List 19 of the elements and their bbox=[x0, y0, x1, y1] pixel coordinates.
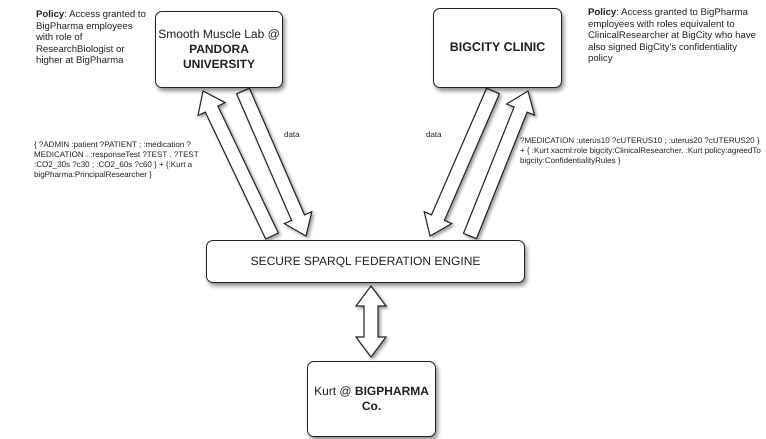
node-label: BIGCITY CLINIC bbox=[450, 40, 546, 56]
node-label: Smooth Muscle Lab @ PANDORA UNIVERSITY bbox=[157, 27, 281, 72]
node-label: Kurt @ BIGPHARMA Co. bbox=[313, 384, 430, 414]
block-arrow bbox=[423, 87, 500, 237]
process-box bbox=[155, 11, 283, 88]
block-arrow bbox=[462, 90, 536, 240]
policy-note: Policy: Access granted to BigPharma employees with roles equivalent to ClinicalResearcher at BigCity who have also signed BigCity's confidentiality policy bbox=[588, 7, 757, 64]
block-arrow bbox=[354, 285, 388, 358]
block-arrow bbox=[197, 90, 280, 240]
edge-label: { ?ADMIN :patient ?PATIENT ; :medication ?MEDICATION . :responseTest ?TEST . ?TEST :CO2_30s ?c30 ; :CO2_60s ?c60 } + {:Kurt a bigPharma:PrincipalResearcher } bbox=[34, 140, 200, 180]
policy-note: Policy: Access granted to BigPharma employees with role of ResearchBiologist or higher at BigPharma bbox=[36, 9, 147, 66]
edge-label: data bbox=[284, 130, 301, 140]
block-arrow bbox=[236, 87, 313, 237]
process-box bbox=[307, 361, 436, 437]
edge-label: data bbox=[426, 130, 443, 140]
process-box bbox=[206, 240, 525, 283]
node-label: SECURE SPARQL FEDERATION ENGINE bbox=[250, 254, 480, 269]
process-box bbox=[433, 8, 562, 88]
edge-label: ?MEDICATION :uterus10 ?cUTERUS10 ; :uterus20 ?cUTERUS20 } + { :Kurt xacml:role bigcity:ClinicalResearcher. :Kurt policy:agreedTo bigcity:ConfidentialityRules } bbox=[520, 136, 762, 166]
